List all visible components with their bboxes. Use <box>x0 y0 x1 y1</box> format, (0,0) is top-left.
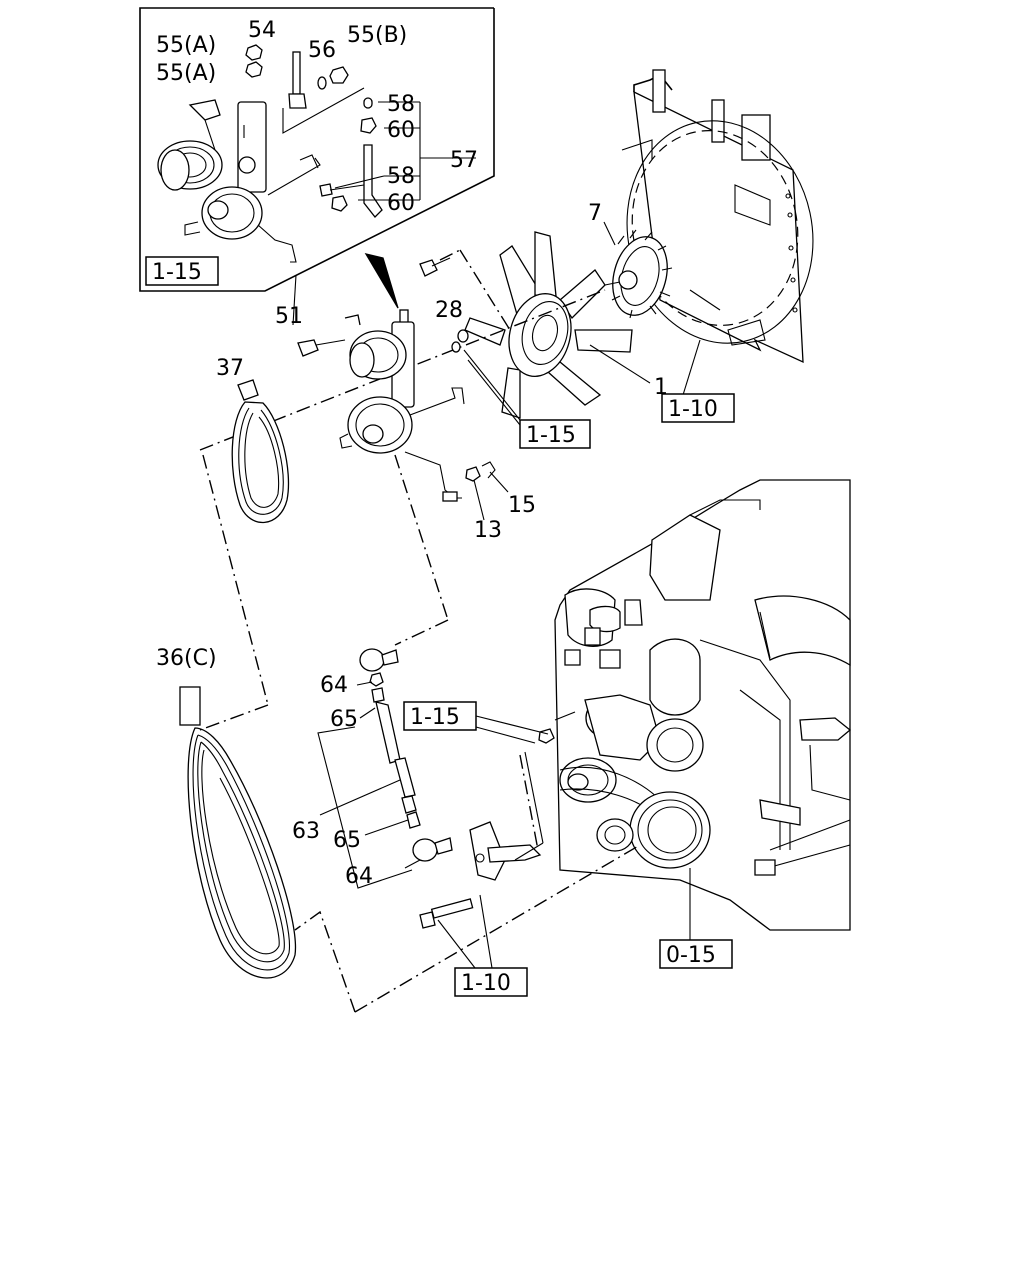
ref-label-inset: 1-15 <box>152 260 202 285</box>
ref-box-engine[interactable]: 0-15 <box>659 939 733 969</box>
label-55a-lower: 55(A) <box>156 61 216 86</box>
belt-36c <box>179 686 297 979</box>
label-28: 28 <box>435 298 463 323</box>
ref-label-idler: 1-15 <box>526 423 576 448</box>
label-58-upper: 58 <box>387 92 415 117</box>
label-60-lower: 60 <box>387 191 415 216</box>
reference-boxes: 1-15 1-15 1-10 1-15 0-15 1-10 <box>145 256 735 997</box>
label-60-upper: 60 <box>387 118 415 143</box>
ref-label-lower: 1-15 <box>410 705 460 730</box>
ref-box-lower[interactable]: 1-15 <box>403 701 477 731</box>
label-15: 15 <box>508 493 536 518</box>
tension-rod <box>317 648 453 889</box>
radiator-shroud <box>621 69 814 396</box>
label-65-upper: 65 <box>330 707 358 732</box>
label-55b: 55(B) <box>347 23 407 48</box>
belt-37 <box>231 379 290 524</box>
label-64-upper: 64 <box>320 673 348 698</box>
callout-labels: 55(A) 55(A) 54 56 55(B) 58 60 57 58 60 7… <box>156 18 668 889</box>
label-63: 63 <box>292 819 320 844</box>
idler-assembly <box>297 309 465 502</box>
ref-label-bottom: 1-10 <box>461 971 511 996</box>
ref-box-idler[interactable]: 1-15 <box>519 419 591 449</box>
ref-label-engine: 0-15 <box>666 943 716 968</box>
inset-frame <box>139 7 495 309</box>
label-58-lower: 58 <box>387 164 415 189</box>
label-36c: 36(C) <box>156 646 217 671</box>
label-51: 51 <box>275 304 303 329</box>
small-bolts <box>419 257 521 521</box>
label-54: 54 <box>248 18 276 43</box>
label-37: 37 <box>216 356 244 381</box>
ref-box-bottom[interactable]: 1-10 <box>454 967 528 997</box>
adjust-bracket <box>419 715 555 969</box>
engine <box>554 479 852 940</box>
leader-lines <box>199 274 641 1013</box>
label-64-lower: 64 <box>345 864 373 889</box>
cooling-fan <box>199 231 651 451</box>
label-7: 7 <box>588 201 602 226</box>
label-13: 13 <box>474 518 502 543</box>
ref-box-inset[interactable]: 1-15 <box>145 256 219 286</box>
inset-small-parts <box>245 44 476 218</box>
label-56: 56 <box>308 38 336 63</box>
inset-idler-assembly <box>157 99 321 263</box>
ref-label-radiator: 1-10 <box>668 397 718 422</box>
ref-box-radiator[interactable]: 1-10 <box>661 393 735 423</box>
label-65-lower: 65 <box>333 828 361 853</box>
label-57: 57 <box>450 148 478 173</box>
label-55a-upper: 55(A) <box>156 33 216 58</box>
